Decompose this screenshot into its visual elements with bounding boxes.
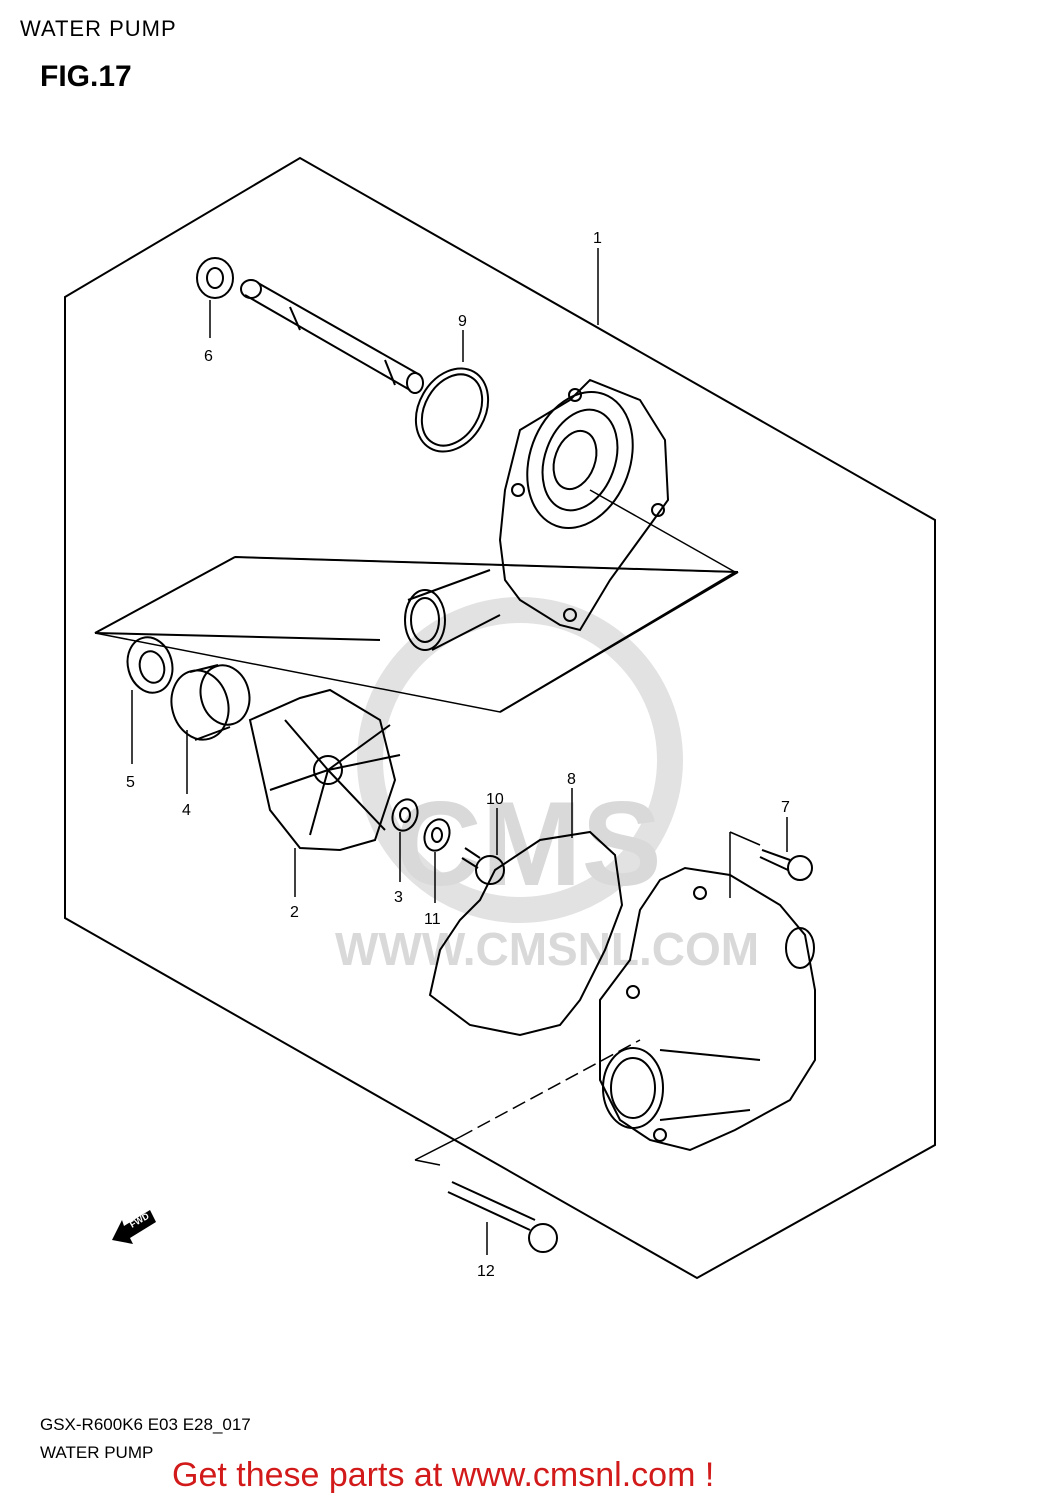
- figure-label: FIG.17: [40, 60, 132, 93]
- callout-9: 9: [458, 313, 467, 330]
- diagram-code: GSX-R600K6 E03 E28_017: [40, 1415, 251, 1434]
- watermark-brand: CMS: [395, 777, 662, 911]
- washer-part-6: [196, 257, 234, 299]
- callout-5: 5: [126, 774, 135, 791]
- callout-1: 1: [593, 230, 602, 247]
- callout-2: 2: [290, 904, 299, 921]
- callout-11: 11: [424, 911, 441, 928]
- washer-part-3: [391, 798, 419, 832]
- oil-seal-part-5: [126, 636, 174, 694]
- callout-12: 12: [477, 1263, 495, 1280]
- cmsnl-link[interactable]: Get these parts at www.cmsnl.com !: [172, 1456, 715, 1494]
- callout-6: 6: [204, 348, 213, 365]
- watermark-url: WWW.CMSNL.COM: [335, 923, 759, 975]
- forward-arrow-icon: FWD: [112, 1210, 156, 1244]
- pump-body: [404, 378, 736, 651]
- callout-3: 3: [394, 889, 403, 906]
- bolt-part-12: [447, 1181, 558, 1253]
- leader-lines: [131, 248, 788, 1255]
- mechanical-seal-part-4: [170, 664, 251, 741]
- o-ring-part-9: [414, 367, 490, 453]
- page-header: WATER PUMP: [20, 16, 177, 41]
- callout-7: 7: [781, 799, 790, 816]
- pump-cover: [599, 866, 816, 1152]
- bolt-part-10: [461, 847, 505, 885]
- washer-part-11: [423, 818, 451, 852]
- assembly-outline: [64, 156, 936, 1280]
- screw-part-7: [759, 849, 813, 881]
- callouts: 1 9 6 5 4 2 3 11 10 8 7 12: [126, 230, 790, 1280]
- gasket-part-8: [428, 830, 624, 1037]
- impeller-part-2: [248, 688, 401, 852]
- shaft: [240, 279, 424, 394]
- watermark: CMS WWW.CMSNL.COM: [335, 597, 759, 975]
- callout-4: 4: [182, 802, 191, 819]
- callout-8: 8: [567, 771, 576, 788]
- footer-title: WATER PUMP: [40, 1443, 154, 1462]
- callout-10: 10: [486, 791, 504, 808]
